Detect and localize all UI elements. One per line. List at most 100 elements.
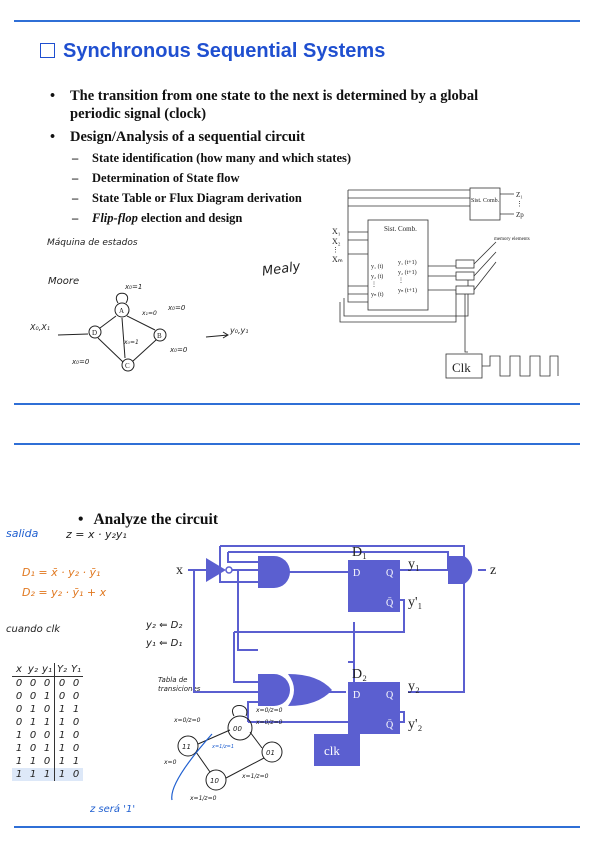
clk-box-label: clk	[324, 743, 340, 758]
handwriting-tabla: Tabla de transiciones	[158, 676, 201, 693]
y-input: ⋮	[371, 282, 377, 288]
z-output: ⋮	[516, 200, 523, 208]
transition-label: x=0/z=0	[255, 707, 283, 714]
y-output: y₂ (t+1)	[398, 269, 417, 276]
transition-label: x=1/z=1	[211, 744, 234, 750]
sub-list: State identification (how many and which…	[70, 148, 520, 228]
input-label: X₀,X₁	[30, 323, 50, 332]
moore-state-sketch: A D B C X₀,X₁ y₀,y₁ x₀=1 x₀=0 x₁=0 x₀=1 …	[30, 283, 248, 372]
divider	[14, 403, 580, 405]
bottom-divider	[14, 826, 580, 828]
handwriting-mealy: Mealy	[261, 259, 302, 280]
input-x2: X₂	[332, 237, 341, 246]
output-z-label: z	[490, 563, 496, 578]
d2-label: D₂	[352, 667, 367, 682]
divider	[14, 443, 580, 445]
transition-label: x=0	[163, 759, 177, 766]
sub-item: State identification (how many and which…	[70, 148, 520, 168]
annotation-arrow	[171, 733, 213, 801]
transition-label: x=0/z=0	[173, 717, 201, 724]
input-xm: Xₘ	[332, 255, 343, 264]
input-x1: X₁	[332, 227, 341, 236]
state-c-label: C	[125, 362, 130, 370]
transition-label: x₁=0	[141, 310, 157, 317]
sub-item: Flip-flop election and design	[70, 208, 520, 228]
d1-label: D₁	[352, 545, 367, 560]
table-header: x	[12, 663, 26, 677]
y-output: y₁ (t+1)	[398, 259, 417, 266]
handwriting-y2-assign: y₂ ⇐ D₂	[146, 620, 183, 631]
transition-label: x₀=1	[124, 283, 142, 291]
ff2-q: Q	[386, 690, 394, 701]
handwriting-maquina: Máquina de estados	[47, 238, 138, 248]
transition-label: x=1/z=0	[189, 795, 217, 802]
top-divider	[14, 20, 580, 22]
handwriting-z-equation: z = x · y₂y₁	[66, 528, 127, 541]
handwriting-d1-equation: D₁ = x̄ · y₂ · ȳ₁	[22, 566, 101, 579]
state-d-label: D	[92, 329, 97, 337]
y2n-label: y'₂	[408, 717, 423, 732]
handwriting-y1-assign: y₁ ⇐ D₁	[146, 638, 183, 649]
sequential-system-diagram: X₁ X₂ ⋮ Xₘ Sist. Comb. Sist. Comb. y₁ (t…	[332, 187, 559, 379]
transition-label: x₀=0	[169, 346, 188, 354]
handwriting-moore: Moore	[48, 276, 80, 287]
bullet-item: Design/Analysis of a sequential circuit …	[50, 128, 520, 228]
state-b-label: B	[157, 332, 162, 340]
transition-label: x₀=0	[167, 304, 186, 312]
table-header: Y₁	[69, 663, 83, 677]
transition-label: x=0/z=0	[255, 719, 283, 726]
y-output: ⋮	[398, 278, 404, 284]
ff1-qbar: Q̄	[386, 597, 394, 609]
table-header: y₁	[40, 663, 55, 677]
handwriting-sera: z será '1'	[90, 804, 136, 815]
clk-label: Clk	[452, 360, 471, 375]
state-diagram-sketch: 00 11 01 10 x=0/z=0 x=0/z=0 x=0/z=0 x=1/…	[163, 705, 283, 802]
z-output: Z₁	[516, 191, 523, 199]
state-10: 10	[210, 777, 219, 785]
y1-label: y₁	[408, 557, 420, 572]
ff2-qbar: Q̄	[386, 719, 394, 731]
memory-label: memory elements	[494, 237, 530, 242]
y-input: yₙ (t)	[371, 291, 384, 298]
state-a-label: A	[119, 307, 124, 315]
logic-circuit: x z D₁ D₂ y₁ y'₁ y₂ y'₂ D Q Q̄ D Q Q̄ cl…	[176, 545, 496, 766]
input-x-label: x	[176, 563, 183, 578]
ff1-d: D	[353, 568, 360, 579]
ff2-d: D	[353, 690, 360, 701]
y2-label: y₂	[408, 679, 420, 694]
ff1-q: Q	[386, 568, 394, 579]
bullet-list: The transition from one state to the nex…	[50, 87, 520, 233]
bullet-item: The transition from one state to the nex…	[50, 87, 520, 123]
handwriting-d2-equation: D₂ = y₂ · ȳ₁ + x	[22, 586, 107, 599]
z-output: Zp	[516, 211, 524, 219]
table-header: Y₂	[54, 663, 69, 677]
transition-label: x₀=1	[123, 339, 139, 346]
analyze-bullet: Analyze the circuit	[78, 511, 218, 529]
state-01: 01	[266, 749, 275, 757]
handwriting-cuando: cuando clk	[6, 624, 61, 635]
state-00: 00	[233, 725, 242, 733]
state-11: 11	[182, 743, 191, 751]
y-output: yₙ (t+1)	[398, 287, 417, 294]
sub-item: Determination of State flow	[70, 168, 520, 188]
output-label: y₀,y₁	[229, 326, 248, 335]
slide-title: Synchronous Sequential Systems	[40, 40, 385, 63]
transition-label: x=1/z=0	[241, 773, 269, 780]
y-input: y₂ (t)	[371, 273, 383, 280]
sub-item: State Table or Flux Diagram derivation	[70, 188, 520, 208]
y-input: y₁ (t)	[371, 263, 383, 270]
transition-label: x₀=0	[71, 358, 90, 366]
sist-comb2-label: Sist. Comb.	[471, 198, 500, 204]
handwriting-salida: salida	[6, 527, 39, 540]
sist-comb-label: Sist. Comb.	[384, 225, 417, 233]
input-dots: ⋮	[332, 246, 339, 254]
